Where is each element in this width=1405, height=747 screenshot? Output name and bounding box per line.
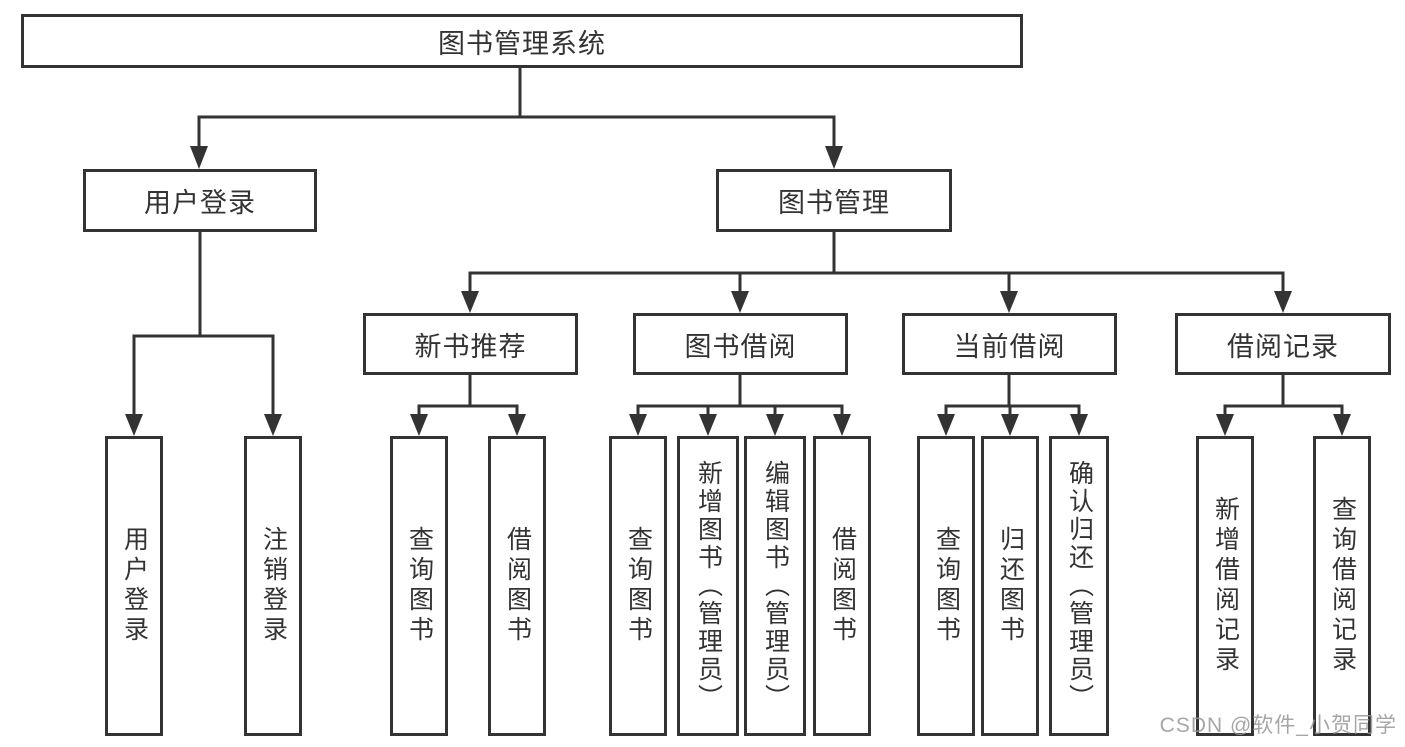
leaf-borrow-books-recommend: 借阅图书: [488, 436, 546, 736]
leaf-edit-books-admin-label: 编辑图书（管理员）: [761, 460, 790, 712]
leaf-query-books-recommend-label: 查询图书: [405, 526, 434, 646]
leaf-borrow-books-label: 借阅图书: [828, 526, 857, 646]
node-root-label: 图书管理系统: [438, 28, 606, 59]
node-user-login-label: 用户登录: [144, 188, 256, 218]
leaf-add-borrow-record-label: 新增借阅记录: [1211, 496, 1240, 676]
leaf-return-books: 归还图书: [981, 436, 1039, 736]
leaf-user-login: 用户登录: [105, 436, 163, 736]
leaf-add-books-admin-label: 新增图书（管理员）: [694, 460, 723, 712]
leaf-user-login-label: 用户登录: [120, 526, 149, 646]
node-borrowing-records-label: 借阅记录: [1227, 331, 1339, 362]
node-book-borrowing-label: 图书借阅: [684, 331, 797, 362]
node-current-borrowing: 当前借阅: [902, 313, 1117, 375]
node-user-login: 用户登录: [83, 169, 317, 232]
leaf-query-books-current: 查询图书: [917, 436, 975, 736]
leaf-add-books-admin: 新增图书（管理员）: [677, 436, 739, 736]
node-borrowing-records: 借阅记录: [1175, 313, 1391, 375]
leaf-query-books-borrowing: 查询图书: [609, 436, 667, 736]
leaf-return-books-label: 归还图书: [996, 526, 1025, 646]
node-new-book-recommendation: 新书推荐: [363, 313, 578, 375]
leaf-query-books-current-label: 查询图书: [932, 526, 961, 646]
leaf-query-borrow-record-label: 查询借阅记录: [1328, 496, 1357, 676]
leaf-logout: 注销登录: [244, 436, 302, 736]
leaf-query-books-recommend: 查询图书: [390, 436, 448, 736]
leaf-add-borrow-record: 新增借阅记录: [1196, 436, 1254, 736]
node-current-borrowing-label: 当前借阅: [953, 331, 1066, 362]
node-root: 图书管理系统: [21, 14, 1023, 68]
node-book-management: 图书管理: [716, 169, 952, 232]
node-book-management-label: 图书管理: [778, 188, 890, 218]
leaf-query-books-borrowing-label: 查询图书: [624, 526, 653, 646]
node-book-borrowing: 图书借阅: [633, 313, 848, 375]
leaf-confirm-return-admin: 确认归还（管理员）: [1049, 436, 1109, 736]
leaf-edit-books-admin: 编辑图书（管理员）: [744, 436, 806, 736]
leaf-borrow-books-recommend-label: 借阅图书: [503, 526, 532, 646]
leaf-borrow-books: 借阅图书: [813, 436, 871, 736]
leaf-query-borrow-record: 查询借阅记录: [1313, 436, 1371, 736]
leaf-logout-label: 注销登录: [259, 526, 288, 646]
watermark-text: CSDN @软件_小贺同学: [1159, 714, 1397, 737]
node-new-book-recommendation-label: 新书推荐: [414, 331, 527, 362]
leaf-confirm-return-admin-label: 确认归还（管理员）: [1065, 460, 1094, 712]
